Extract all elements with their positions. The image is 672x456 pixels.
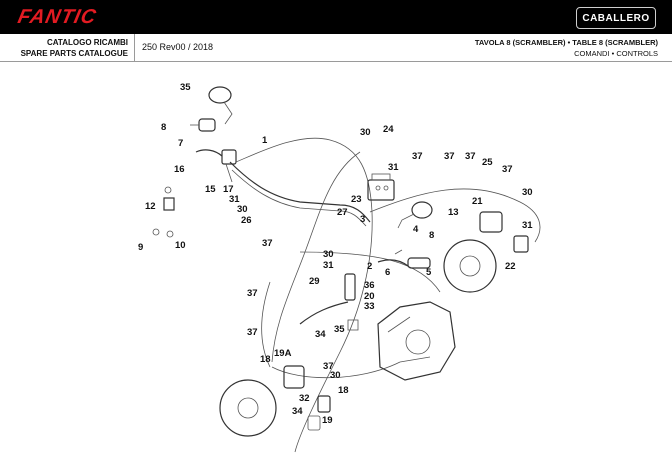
- callout-28: 27: [337, 207, 348, 218]
- callout-11: 12: [145, 201, 156, 212]
- catalog-label: CATALOGO RICAMBI SPARE PARTS CATALOGUE: [0, 34, 135, 61]
- callout-5: 5: [426, 267, 432, 278]
- callout-9: 9: [138, 242, 143, 253]
- mirror-right: [397, 201, 433, 229]
- callout-23: 22: [505, 261, 516, 272]
- callout-19: 18: [338, 385, 349, 396]
- callout-1: 1: [262, 135, 268, 146]
- left-switch-assembly: [190, 118, 237, 183]
- callout-3: 3: [360, 214, 365, 225]
- callout-30b: 30: [360, 127, 371, 138]
- callout-30c: 30: [522, 187, 533, 198]
- callout-7: 7: [178, 138, 183, 149]
- callout-12: 35: [180, 82, 191, 93]
- callout-31e: 32: [299, 393, 310, 404]
- callout-6: 6: [385, 267, 390, 278]
- revision: 250 Rev00 / 2018: [142, 42, 214, 52]
- catalog-title-it: CATALOGO RICAMBI: [46, 38, 128, 47]
- front-brake-disc: [443, 239, 497, 293]
- callout-8: 8: [161, 122, 166, 133]
- callout-37b: 37: [412, 151, 423, 162]
- callout-35: 35: [334, 324, 345, 335]
- callout-33: 34: [315, 329, 326, 340]
- throttle-assembly: [377, 249, 431, 269]
- brand-logo: FANTIC: [15, 6, 99, 28]
- callout-16: 16: [174, 164, 185, 175]
- callout-37f: 37: [247, 288, 258, 299]
- callout-30e: 30: [330, 370, 341, 381]
- callout-31c: 31: [522, 220, 533, 231]
- callout-10: 10: [175, 240, 186, 251]
- callout-26: 25: [482, 157, 493, 168]
- rear-brake-pedal: [299, 273, 359, 331]
- table-title: TAVOLA 8 (SCRAMBLER) • TABLE 8 (SCRAMBLE…: [475, 37, 658, 59]
- catalog-header: CATALOGO RICAMBI SPARE PARTS CATALOGUE 2…: [0, 34, 672, 62]
- callout-18: 18: [260, 354, 271, 365]
- callout-37d: 37: [465, 151, 476, 162]
- callout-31b: 31: [388, 162, 399, 173]
- callout-30d: 30: [323, 249, 334, 260]
- callout-15: 15: [205, 184, 216, 195]
- callout-37e: 37: [502, 164, 513, 175]
- left-bracket: [152, 186, 175, 238]
- callout-37h: 37: [323, 361, 334, 372]
- callout-22: 21: [472, 196, 483, 207]
- callout-21: 20: [364, 291, 375, 302]
- handlebar: [229, 161, 371, 223]
- clutch-cable: [235, 137, 373, 453]
- callout-37c: 37: [444, 151, 455, 162]
- engine: [377, 301, 456, 381]
- rear-brake-disc: [219, 379, 277, 437]
- callout-4: 4: [413, 224, 419, 235]
- callout-30a: 30: [237, 204, 248, 215]
- callout-29: 29: [309, 276, 320, 287]
- callout-31a: 31: [229, 194, 240, 205]
- callout-27: 26: [241, 215, 252, 226]
- callout-20: 19A: [274, 348, 292, 359]
- hose-main: [369, 188, 541, 243]
- abs-unit: [367, 173, 395, 201]
- table-name: TAVOLA 8 (SCRAMBLER) • TABLE 8 (SCRAMBLE…: [474, 38, 658, 47]
- callout-2: 2: [367, 261, 372, 272]
- catalog-title-en: SPARE PARTS CATALOGUE: [20, 49, 128, 58]
- model-badge: CABALLERO: [576, 7, 656, 29]
- callout-17: 17: [223, 184, 234, 195]
- callout-25: 24: [383, 124, 394, 135]
- exploded-parts-diagram: 35 8 7 1 16 15 17 31 30 26 12 9 10 37 30…: [138, 82, 541, 453]
- front-caliper: [479, 211, 529, 253]
- callout-32: 33: [364, 301, 375, 312]
- callout-36: 36: [364, 280, 375, 291]
- callout-37g: 37: [247, 327, 258, 338]
- callout-37a: 37: [262, 238, 273, 249]
- table-subtitle: COMANDI • CONTROLS: [574, 49, 658, 58]
- mirror-left: [208, 86, 233, 125]
- header-bar: FANTIC CABALLERO: [0, 0, 672, 34]
- rear-caliper: [283, 365, 331, 431]
- callout-19a: 19: [322, 415, 333, 426]
- callout-24: 23: [351, 194, 362, 205]
- callout-8b: 8: [429, 230, 434, 241]
- callout-34: 34: [292, 406, 303, 417]
- callout-13: 13: [448, 207, 459, 218]
- callout-31d: 31: [323, 260, 334, 271]
